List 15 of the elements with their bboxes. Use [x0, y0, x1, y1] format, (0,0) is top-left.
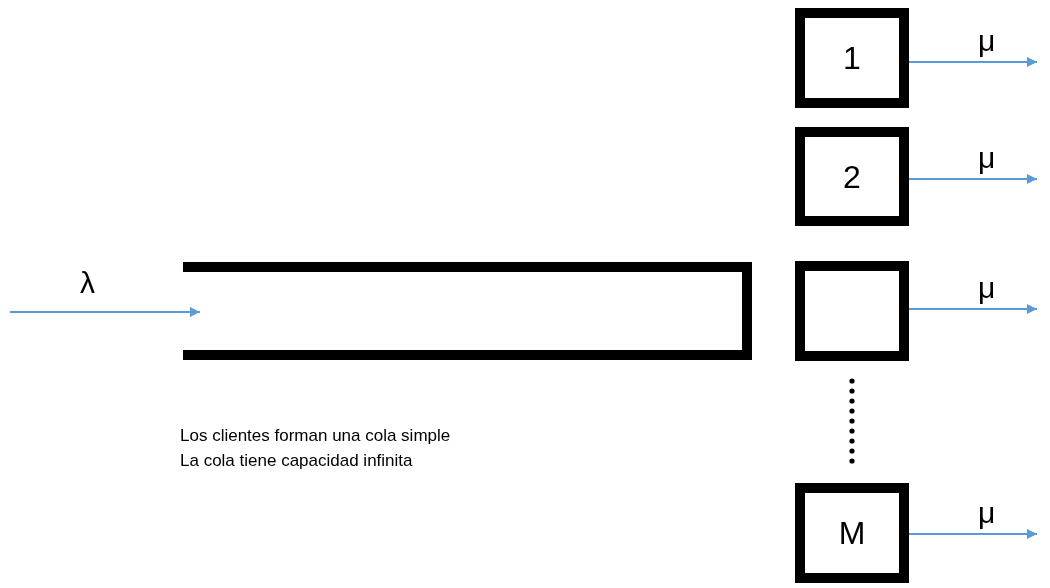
- arrow: [908, 174, 1038, 184]
- note-text: Los clientes forman una cola simple: [180, 425, 451, 447]
- server-number: M: [838, 517, 866, 549]
- server-number: 2: [843, 160, 861, 193]
- server-box: [795, 261, 909, 361]
- server-box: [795, 127, 909, 226]
- server-box: [795, 8, 909, 108]
- arrow: [908, 57, 1038, 67]
- server-number: 1: [843, 42, 861, 74]
- arrow: [908, 304, 1038, 314]
- queue-channel: [183, 262, 753, 360]
- arrow: [9, 307, 201, 317]
- server-box: [795, 483, 909, 583]
- arrow: [908, 529, 1038, 539]
- note-text: La cola tiene capacidad infinita: [180, 450, 413, 472]
